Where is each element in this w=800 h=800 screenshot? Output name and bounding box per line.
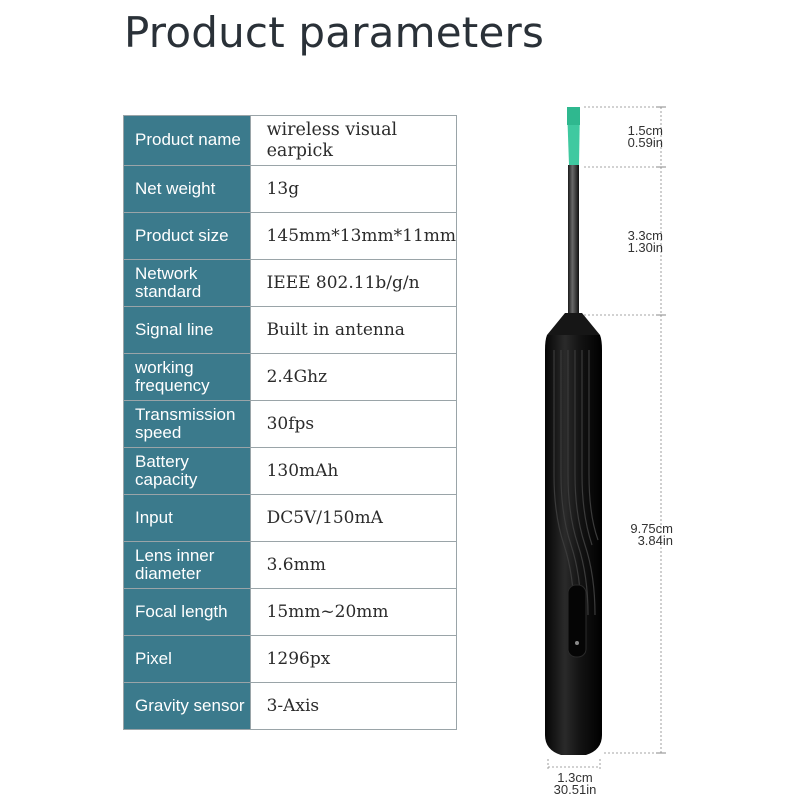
spec-value: 1296px (249, 635, 458, 683)
spec-label: Pixel (123, 635, 251, 683)
spec-value: 13g (249, 165, 458, 213)
shaft-dimension: 3.3cm 1.30in (600, 228, 663, 255)
spec-value: 2.4Ghz (249, 353, 458, 401)
handle-icon (545, 335, 602, 755)
body-dimension-cm: 9.75cm (630, 521, 673, 536)
spec-table: Product name wireless visual earpick Net… (123, 115, 458, 730)
tip-dimension-in: 0.59in (627, 135, 663, 150)
spec-value: IEEE 802.11b/g/n (249, 259, 458, 307)
spec-value: Built in antenna (249, 306, 458, 354)
table-row: Pixel 1296px (123, 635, 458, 683)
table-row: Input DC5V/150mA (123, 494, 458, 542)
spec-value: 3-Axis (249, 682, 458, 730)
spec-label: Transmission speed (123, 400, 251, 448)
spec-label: Focal length (123, 588, 251, 636)
spec-value: 130mAh (249, 447, 458, 495)
table-row: Product size 145mm*13mm*11mm (123, 212, 458, 260)
indicator-light-icon (575, 641, 579, 645)
table-row: Battery capacity 130mAh (123, 447, 458, 495)
table-row: working frequency 2.4Ghz (123, 353, 458, 401)
body-dimension-in: 3.84in (637, 533, 673, 548)
spec-label: Product size (123, 212, 251, 260)
table-row: Gravity sensor 3-Axis (123, 682, 458, 730)
earpick-device-illustration (545, 106, 666, 771)
table-row: Focal length 15mm~20mm (123, 588, 458, 636)
table-row: Product name wireless visual earpick (123, 115, 458, 166)
width-dimension: 1.3cm 30.51in (542, 770, 608, 797)
width-dimension-in: 30.51in (553, 782, 597, 797)
body-dimension: 9.75cm 3.84in (610, 521, 673, 548)
table-row: Lens inner diameter 3.6mm (123, 541, 458, 589)
spec-label: Input (123, 494, 251, 542)
tip-dimension: 1.5cm 0.59in (600, 123, 663, 150)
spec-value: 15mm~20mm (249, 588, 458, 636)
spec-label: Signal line (123, 306, 251, 354)
spec-value: DC5V/150mA (249, 494, 458, 542)
page-title: Product parameters (124, 8, 545, 57)
table-row: Transmission speed 30fps (123, 400, 458, 448)
table-row: Net weight 13g (123, 165, 458, 213)
spec-value: wireless visual earpick (249, 115, 458, 166)
spec-label: Gravity sensor (123, 682, 251, 730)
width-dimension-cm: 1.3cm (557, 770, 593, 785)
table-row: Network standard IEEE 802.11b/g/n (123, 259, 458, 307)
power-button-icon (567, 584, 587, 658)
table-row: Signal line Built in antenna (123, 306, 458, 354)
spec-value: 3.6mm (249, 541, 458, 589)
spec-label: Battery capacity (123, 447, 251, 495)
shaft-icon (568, 165, 579, 313)
spec-value: 145mm*13mm*11mm (249, 212, 458, 260)
shaft-dimension-in: 1.30in (627, 240, 663, 255)
spec-value: 30fps (249, 400, 458, 448)
spec-label: Product name (123, 115, 251, 166)
spec-label: Net weight (123, 165, 251, 213)
spec-label: Lens inner diameter (123, 541, 251, 589)
spec-label: working frequency (123, 353, 251, 401)
spec-label: Network standard (123, 259, 251, 307)
tip-dimension-cm: 1.5cm (627, 123, 663, 138)
shaft-dimension-cm: 3.3cm (627, 228, 663, 243)
